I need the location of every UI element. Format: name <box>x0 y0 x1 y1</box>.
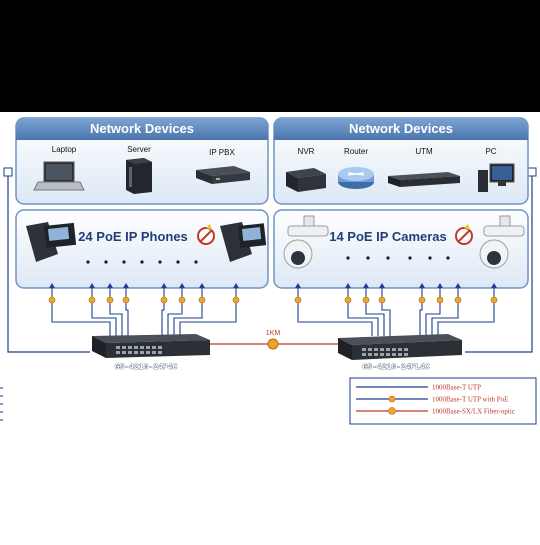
right-ip-cameras-panel: 14 PoE IP Cameras <box>273 209 529 289</box>
left-edge-ticks <box>0 387 3 421</box>
right-switch-model: GS-4210-24PL4C <box>362 363 429 372</box>
legend-item-utp-poe: 1000Base-T UTP with PoE <box>356 396 508 404</box>
pc-icon <box>478 163 515 192</box>
utm-label: UTM <box>415 147 433 156</box>
ip-phone-icon <box>220 222 267 262</box>
legend-item-utp: 1000Base-T UTP <box>356 384 481 392</box>
right-switch <box>338 334 462 360</box>
top-band <box>0 0 540 112</box>
laptop-icon <box>33 161 85 191</box>
laptop-label: Laptop <box>52 145 77 154</box>
panel-title: Network Devices <box>349 121 453 136</box>
ip-pbx-label: IP PBX <box>209 148 235 157</box>
ip-pbx-icon <box>196 166 250 184</box>
right-poe-markers <box>294 296 498 304</box>
right-poe-arrows <box>295 283 497 288</box>
camera-ellipsis-dots <box>346 256 450 260</box>
poe-badge-icon <box>197 224 215 245</box>
right-network-devices-panel: Network Devices NVR Router UTM <box>273 117 529 205</box>
router-label: Router <box>344 147 368 156</box>
fiber-marker <box>267 338 279 350</box>
left-switch <box>92 334 210 358</box>
right-poe-cables <box>297 285 495 336</box>
left-poe-cables <box>51 285 237 336</box>
panel-title: Network Devices <box>90 121 194 136</box>
poe-badge-icon <box>455 224 473 245</box>
right-rail-cable <box>465 172 533 353</box>
left-ip-phones-panel: 24 PoE IP Phones <box>15 209 269 289</box>
left-rail-cable <box>7 172 90 353</box>
legend-label: 1000Base-T UTP <box>432 384 481 392</box>
legend: 1000Base-T UTP 1000Base-T UTP with PoE 1… <box>349 377 537 425</box>
server-label: Server <box>127 145 151 154</box>
nvr-label: NVR <box>298 147 315 156</box>
ip-camera-icon <box>283 215 329 269</box>
phone-ellipsis-dots <box>86 260 198 264</box>
fiber-distance-label: 1KM <box>266 330 281 337</box>
left-poe-markers <box>48 296 240 304</box>
nvr-icon <box>286 168 326 192</box>
utm-icon <box>388 172 460 187</box>
ip-camera-icon <box>479 215 525 269</box>
legend-label: 1000Base-T UTP with PoE <box>432 396 508 404</box>
phones-title: 24 PoE IP Phones <box>78 229 188 244</box>
right-rail-port <box>527 167 537 177</box>
pc-label: PC <box>485 147 496 156</box>
legend-label: 1000Base-SX/LX Fiber-optic <box>432 408 515 416</box>
ip-phone-icon <box>26 222 77 262</box>
router-icon <box>338 167 374 189</box>
panel-header <box>16 118 268 140</box>
left-network-devices-panel: Network Devices Laptop Server IP PBX <box>15 117 269 205</box>
server-icon <box>126 158 152 194</box>
left-switch-model: GS-4210-24P4C <box>115 363 178 372</box>
left-rail-port <box>3 167 13 177</box>
legend-item-fiber: 1000Base-SX/LX Fiber-optic <box>356 407 515 416</box>
cameras-title: 14 PoE IP Cameras <box>329 229 447 244</box>
left-poe-arrows <box>49 283 239 288</box>
panel-header <box>274 118 528 140</box>
